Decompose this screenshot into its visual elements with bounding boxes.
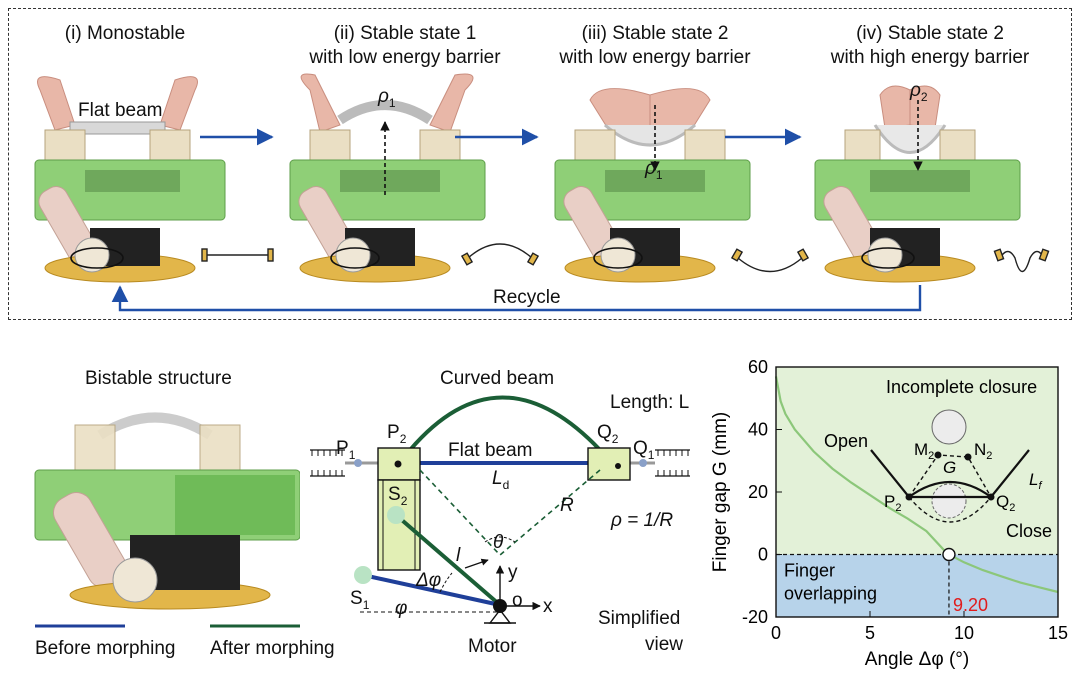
inset-M2-label: M2 — [914, 440, 934, 462]
label-P2: P2 — [387, 422, 407, 446]
inset-joint — [987, 493, 995, 501]
curved-beam-schematic — [310, 395, 690, 624]
crossing-point — [942, 547, 956, 562]
label-length: Length: L — [610, 392, 690, 413]
gripper-device-i — [34, 76, 226, 283]
inset-N2-label: N2 — [974, 440, 992, 462]
label-Ld: Ld — [492, 468, 510, 492]
stage-title-ii: (ii) Stable state 1 with low energy barr… — [309, 23, 501, 68]
label-flat-beam: Flat beam — [78, 100, 163, 121]
x-tick-label: 15 — [1048, 623, 1068, 643]
link-before — [362, 573, 501, 607]
inset-Q2-label: Q2 — [996, 492, 1015, 514]
label-rho1-a: ρ1 — [378, 86, 396, 110]
label-l: l — [456, 545, 461, 566]
inset-fingers-open — [870, 449, 1030, 499]
inset-beam-inverted — [908, 496, 992, 523]
label-recycle: Recycle — [493, 287, 561, 308]
y-axis-label: Finger gap G (mm) — [710, 412, 731, 572]
label-Q1: Q1 — [633, 438, 655, 462]
beam-shape-icons — [201, 243, 1050, 273]
joint-Q1 — [639, 459, 647, 467]
inset-fingers-closed — [908, 454, 992, 498]
gripper-device-ii — [289, 73, 486, 283]
joint-P1 — [354, 459, 362, 467]
x-axis-label: Angle Δφ (°) — [865, 649, 969, 670]
inset-Lf-label: Lf — [1029, 470, 1042, 492]
ground-hatches — [310, 449, 690, 477]
label-view: view — [645, 634, 684, 655]
y-tick-label: 20 — [748, 482, 768, 502]
region-lower-label-2: overlapping — [784, 584, 877, 604]
joint-S1 — [354, 566, 372, 584]
inset-object-bottom — [931, 483, 967, 519]
label-flat-beam-2: Flat beam — [448, 440, 533, 461]
inset-open-label: Open — [824, 431, 868, 451]
top-panel-frame — [8, 8, 1072, 320]
label-origin: o — [512, 590, 523, 611]
bistable-title: Bistable structure — [85, 368, 232, 389]
y-tick-label: 0 — [758, 545, 768, 565]
slider-link — [377, 479, 421, 571]
label-simplified: Simplified — [598, 608, 681, 629]
label-theta: θ — [493, 532, 504, 553]
label-rho2: ρ2 — [910, 80, 928, 104]
gripper-device-iii — [554, 88, 751, 283]
label-S1: S1 — [350, 588, 370, 612]
label-motor: Motor — [468, 636, 517, 657]
y-tick-label: 40 — [748, 420, 768, 440]
inset-G-label: G — [943, 458, 956, 477]
label-Q2: Q2 — [597, 422, 619, 446]
radius-indicators — [380, 100, 923, 195]
gap-curve — [774, 376, 1059, 594]
label-rho1-b: ρ1 — [645, 158, 663, 182]
inset-joint — [905, 493, 913, 501]
y-tick-label: -20 — [742, 607, 768, 627]
link-after — [394, 513, 502, 607]
x-tick-label: 5 — [865, 623, 875, 643]
inset-P2-label: P2 — [884, 492, 901, 514]
inset-object-top — [931, 409, 967, 445]
legend-before-label: Before morphing — [35, 638, 176, 659]
label-rho-eq: ρ = 1/R — [611, 510, 674, 531]
curved-beam-after — [408, 395, 602, 452]
joint-S2 — [387, 506, 405, 524]
process-arrows — [111, 128, 922, 312]
block-Q2 — [587, 447, 631, 481]
stage-title-iii: (iii) Stable state 2 with low energy bar… — [559, 23, 751, 68]
top-illustrations — [34, 73, 1050, 312]
region-upper-label: Incomplete closure — [886, 377, 1037, 397]
x-tick-label: 10 — [954, 623, 974, 643]
label-S2: S2 — [388, 484, 408, 508]
label-P1: P1 — [336, 438, 356, 462]
y-tick-label: 60 — [748, 357, 768, 377]
bistable-legend-lines — [35, 624, 300, 628]
inset-joint — [964, 453, 972, 461]
label-dphi: Δφ — [416, 570, 442, 591]
region-lower-label-1: Finger — [784, 561, 835, 581]
legend-after-label: After morphing — [210, 638, 335, 659]
annotation-value: 9.20 — [953, 595, 988, 615]
label-x-axis: x — [543, 596, 553, 617]
label-R: R — [560, 495, 574, 516]
label-y-axis: y — [508, 562, 518, 583]
inset-curved-beam — [908, 480, 992, 498]
region-lower — [776, 554, 1058, 617]
stage-title-i: (i) Monostable — [64, 23, 186, 44]
curved-beam-title: Curved beam — [440, 368, 555, 389]
inset-close-label: Close — [1006, 521, 1052, 541]
label-phi: φ — [395, 598, 408, 619]
x-tick-label: 0 — [771, 623, 781, 643]
inset-joint — [934, 451, 942, 459]
rotation-arrows — [70, 247, 915, 269]
bistable-illustration — [34, 412, 300, 610]
stage-title-iv: (iv) Stable state 2 with high energy bar… — [830, 23, 1030, 68]
